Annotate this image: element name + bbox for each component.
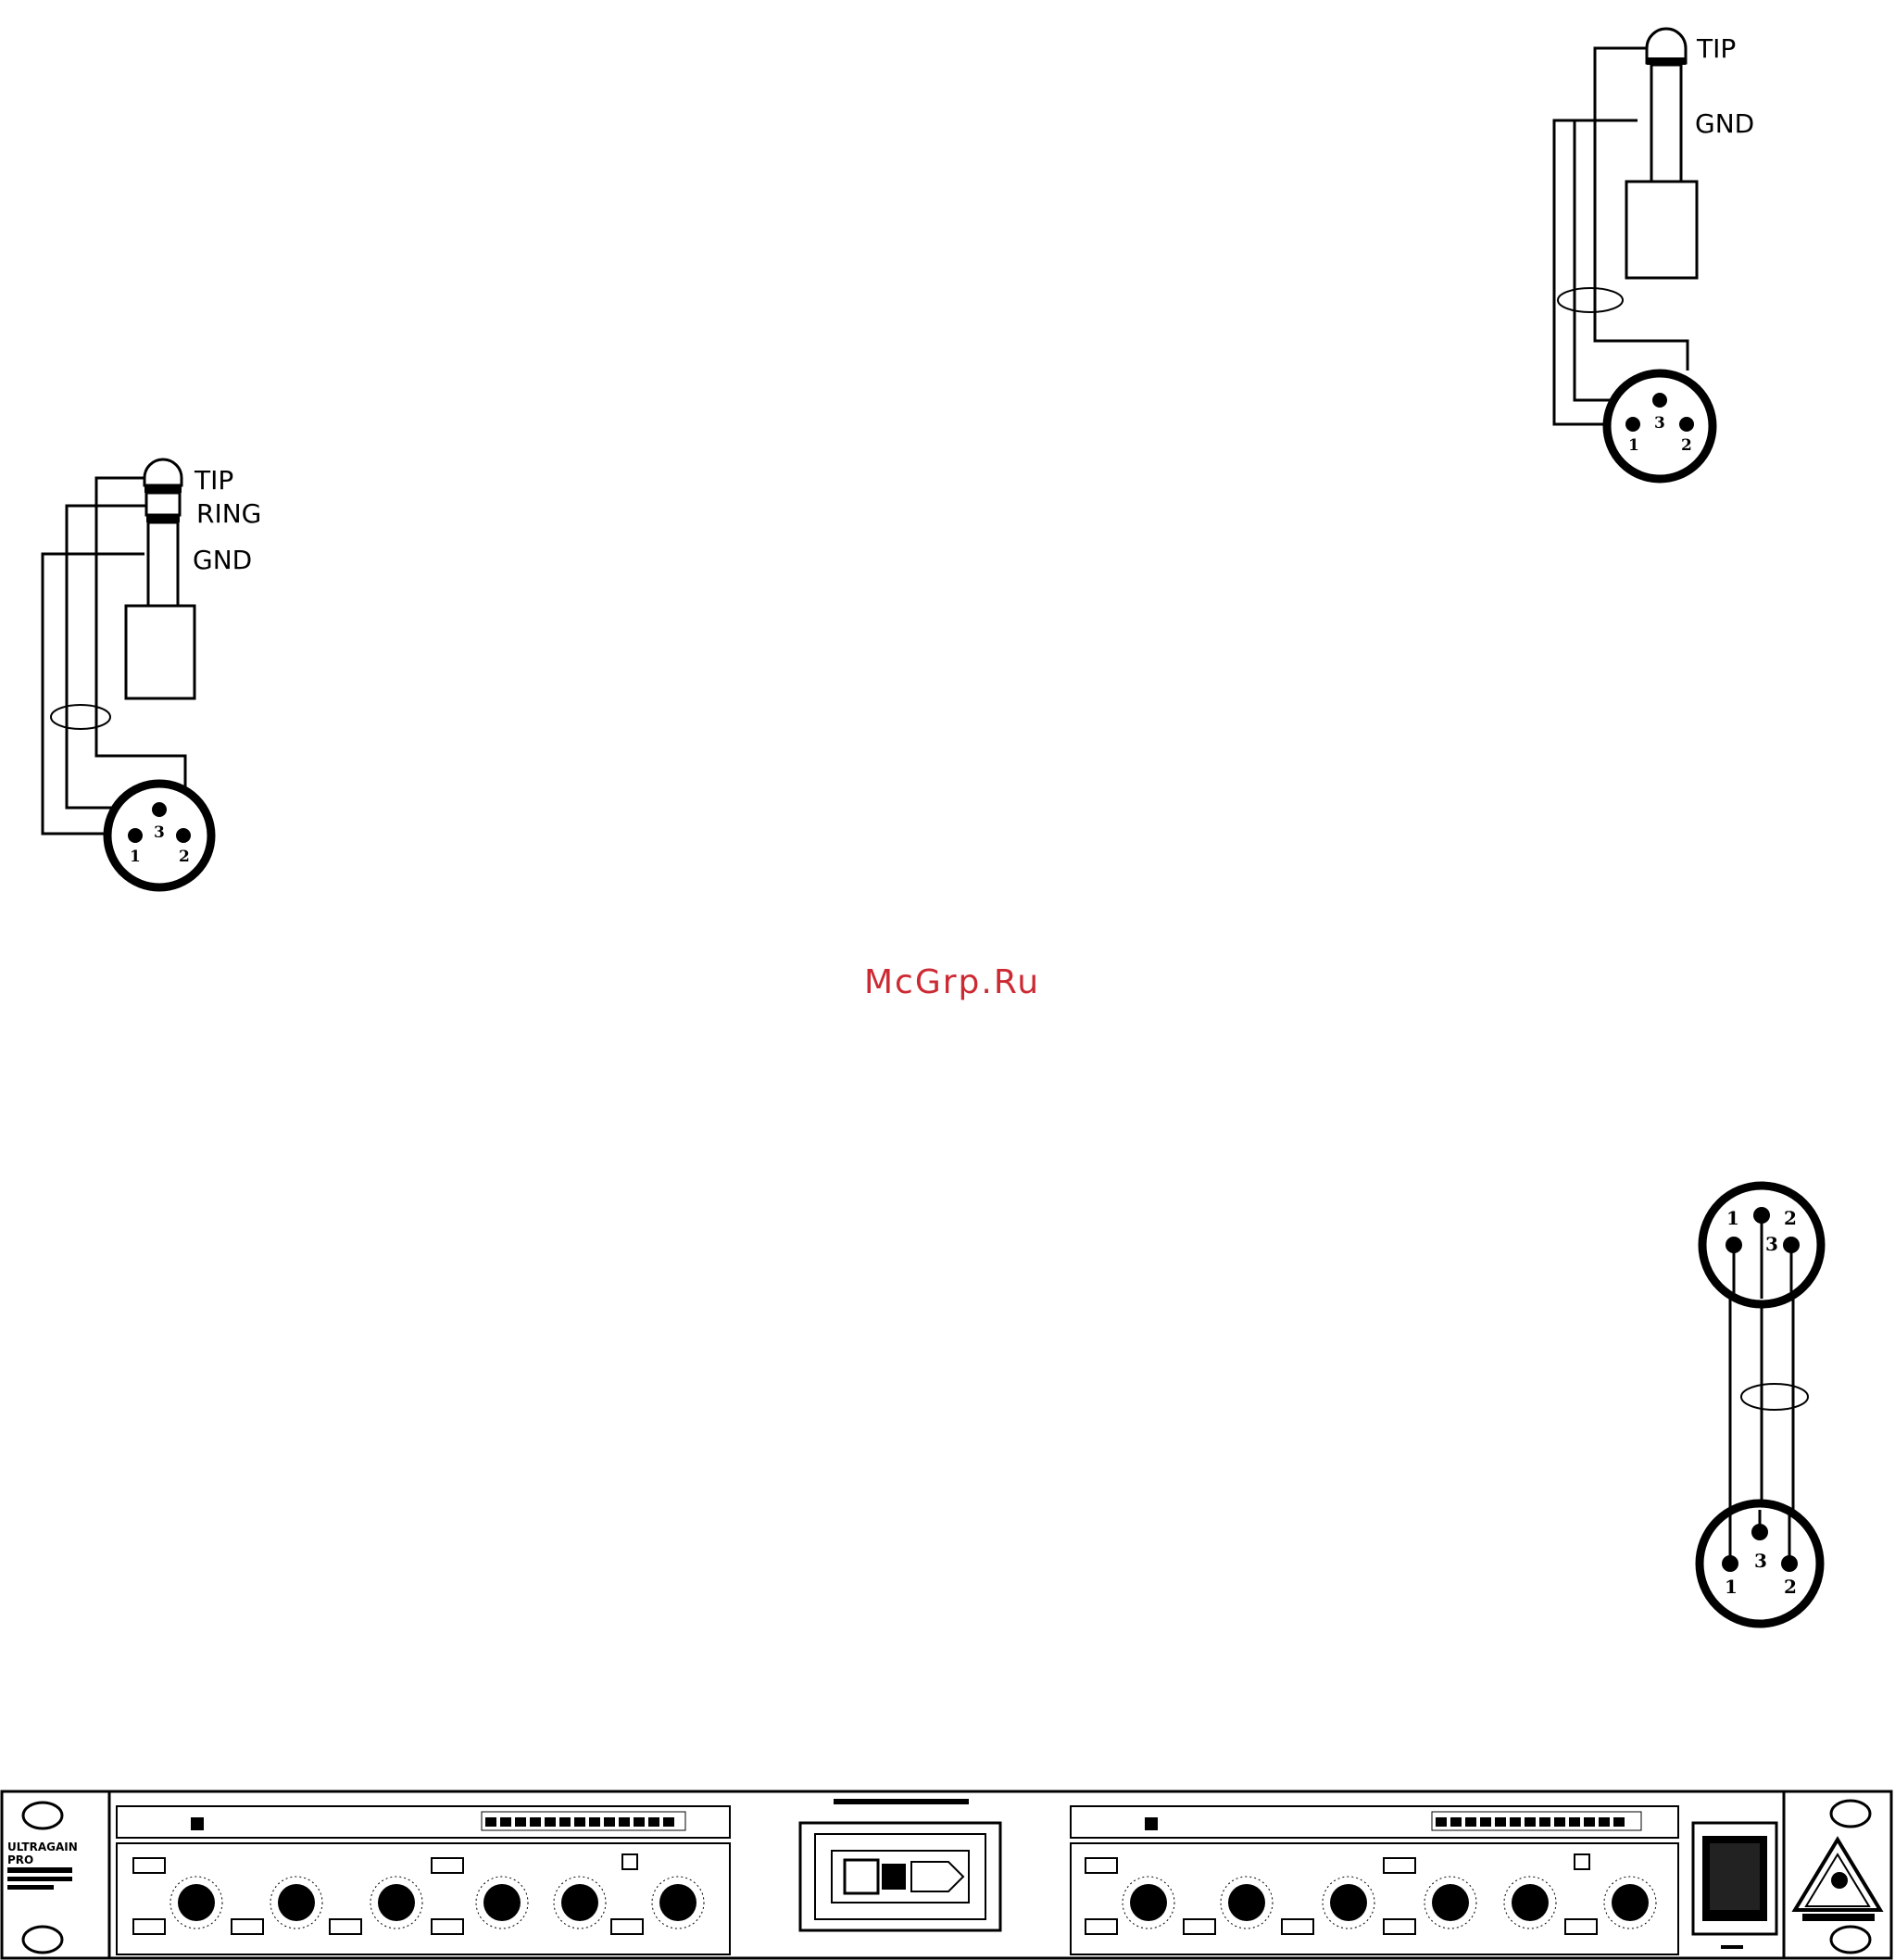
watermark: McGrp.Ru bbox=[864, 963, 1040, 1001]
xlr-pin-label: 2 bbox=[1784, 1207, 1797, 1229]
knob[interactable] bbox=[1330, 1884, 1367, 1921]
knob[interactable] bbox=[278, 1884, 315, 1921]
cable-shield bbox=[51, 705, 110, 729]
knob[interactable] bbox=[659, 1884, 697, 1921]
xlr-pin-label: 3 bbox=[154, 823, 165, 842]
logo-text: ULTRAGAIN bbox=[7, 1841, 78, 1853]
jack-tip bbox=[144, 459, 182, 485]
power-switch[interactable] bbox=[1693, 1823, 1776, 1949]
left-rack-ear bbox=[2, 1791, 109, 1958]
xlr-pin-label: 2 bbox=[1784, 1576, 1797, 1598]
knob[interactable] bbox=[1512, 1884, 1549, 1921]
xlr-pin-label: 1 bbox=[1726, 1207, 1739, 1229]
knob[interactable] bbox=[1228, 1884, 1265, 1921]
xlr-to-xlr-cable-diagram: 1 3 2 1 3 2 bbox=[1700, 1186, 1821, 1624]
channel-2-section bbox=[1071, 1806, 1678, 1954]
xlr-pin-label: 3 bbox=[1754, 1550, 1767, 1572]
logo-sub: PRO bbox=[7, 1853, 33, 1866]
jack-ring bbox=[146, 493, 180, 515]
knob[interactable] bbox=[483, 1884, 521, 1921]
gnd-label: GND bbox=[193, 545, 252, 575]
knob[interactable] bbox=[178, 1884, 215, 1921]
jack-shaft bbox=[1651, 65, 1681, 182]
jack-sleeve bbox=[1626, 182, 1697, 278]
jack-sleeve bbox=[126, 606, 195, 698]
knob[interactable] bbox=[1130, 1884, 1167, 1921]
cable-shield bbox=[1558, 288, 1623, 312]
xlr-pin-label: 2 bbox=[179, 848, 190, 866]
knob[interactable] bbox=[1432, 1884, 1469, 1921]
knob[interactable] bbox=[561, 1884, 598, 1921]
jack-shaft bbox=[148, 522, 178, 606]
xlr-pin-label: 1 bbox=[1725, 1576, 1738, 1598]
xlr-pin-label: 1 bbox=[130, 848, 141, 866]
cable-shield bbox=[1741, 1384, 1808, 1410]
xlr-pin-label: 3 bbox=[1654, 414, 1665, 433]
balanced-cable-diagram: 1 3 2 TIP RING GND bbox=[43, 459, 261, 887]
ring-label: RING bbox=[196, 498, 261, 529]
front-panel-illustration: ULTRAGAIN PRO bbox=[2, 1791, 1891, 1958]
gnd-label: GND bbox=[1695, 108, 1754, 139]
channel-1-section bbox=[117, 1806, 730, 1954]
xlr-pin-label: 3 bbox=[1765, 1233, 1778, 1255]
tip-label: TIP bbox=[194, 465, 233, 496]
xlr-pin-label: 2 bbox=[1681, 436, 1692, 455]
unbalanced-cable-diagram: 1 3 2 TIP GND bbox=[1554, 29, 1754, 479]
xlr-pin-label: 1 bbox=[1628, 436, 1639, 455]
knob[interactable] bbox=[1612, 1884, 1649, 1921]
knob[interactable] bbox=[378, 1884, 415, 1921]
tip-label: TIP bbox=[1696, 33, 1736, 64]
